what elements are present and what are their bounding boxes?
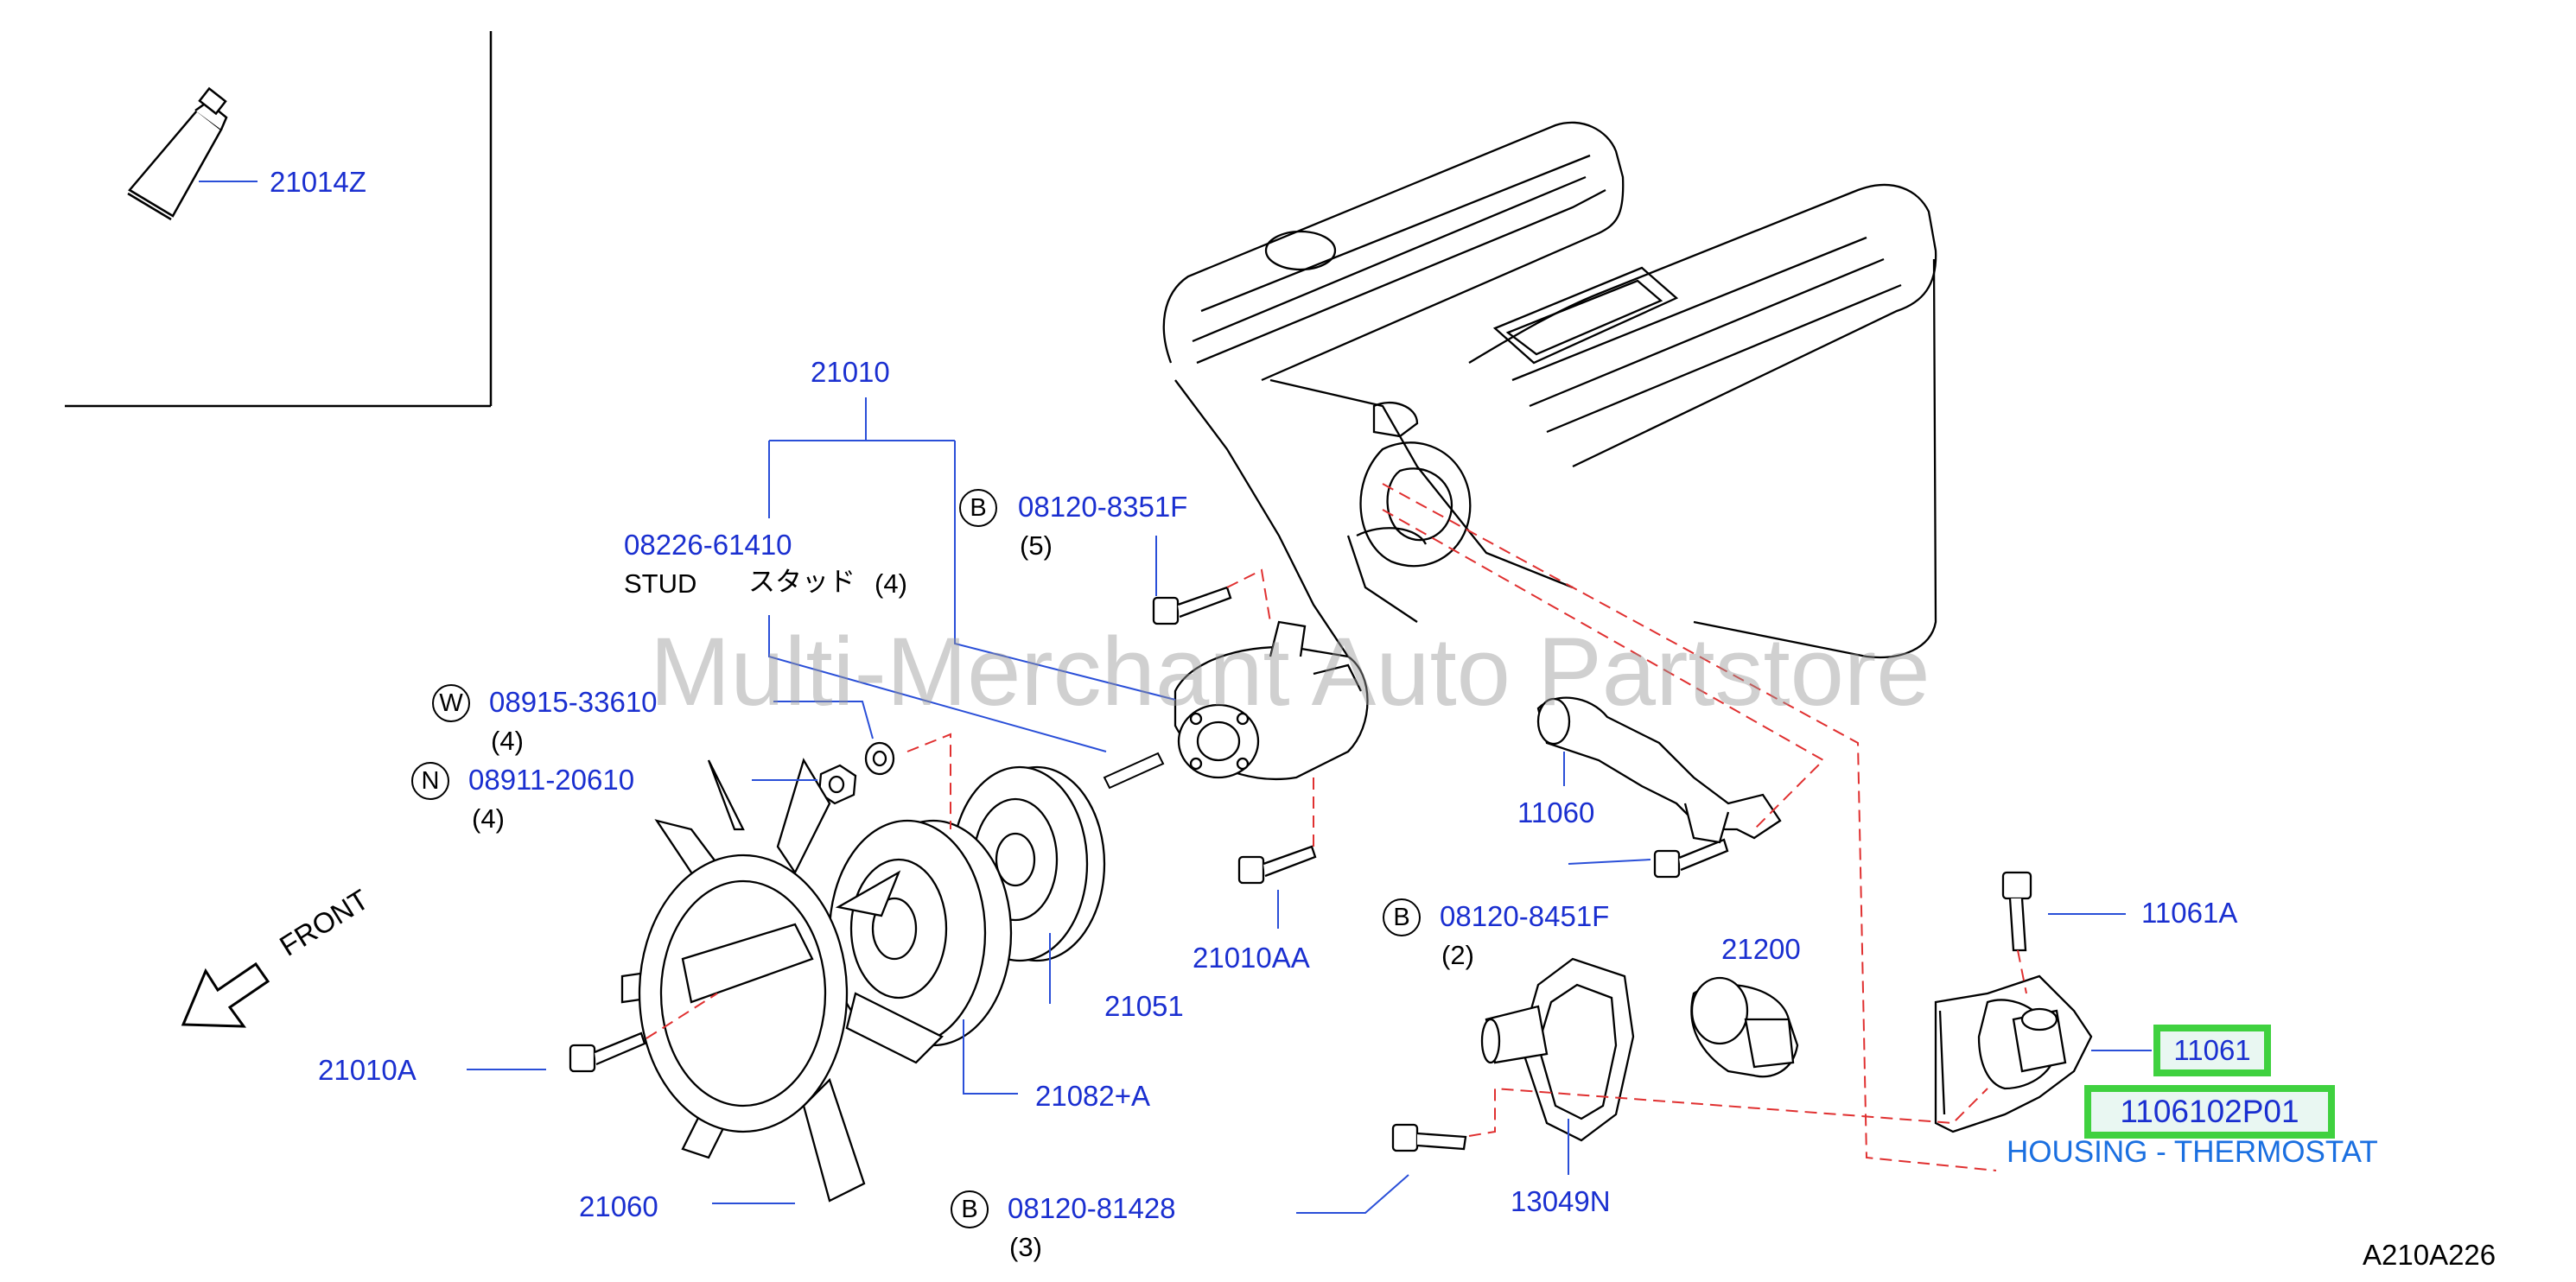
part-number-11061a[interactable]: 11061A: [2141, 897, 2238, 929]
diagram-code: A210A226: [2363, 1239, 2496, 1271]
sealant-tube-drawing: [127, 86, 228, 221]
marker-b-bolt-81428: B: [951, 1190, 989, 1228]
part-number-11060[interactable]: 11060: [1517, 796, 1595, 828]
qty-81428: (3): [1009, 1232, 1042, 1262]
stud-qty: (4): [875, 568, 907, 599]
fan-drawing: [620, 758, 944, 1203]
qty-8451f: (2): [1441, 940, 1474, 970]
part-number-21060[interactable]: 21060: [579, 1190, 658, 1222]
part-number-08911-20610[interactable]: 08911-20610: [468, 764, 635, 796]
qty-washer: (4): [491, 726, 524, 756]
dashed-assembly-lines: [646, 483, 2027, 1171]
washer-drawing: [864, 741, 895, 776]
marker-w-washer: W: [432, 684, 470, 722]
inset-frame: [65, 31, 493, 408]
front-arrow: [181, 962, 270, 1028]
gasket-drawing: [1480, 957, 1635, 1142]
part-number-08120-81428[interactable]: 08120-81428: [1008, 1192, 1176, 1224]
stud-label-jp: スタッド: [748, 567, 855, 597]
part-number-21200[interactable]: 21200: [1721, 933, 1801, 965]
part-number-21010a[interactable]: 21010A: [318, 1054, 417, 1086]
highlight-part-11061[interactable]: 11061: [2153, 1025, 2271, 1076]
highlight-part-1106102p01[interactable]: 1106102P01: [2084, 1085, 2335, 1139]
marker-n-nut: N: [411, 762, 449, 800]
part-number-13049n[interactable]: 13049N: [1511, 1185, 1611, 1217]
leader-lines: [199, 181, 2152, 1214]
part-number-08226-61410[interactable]: 08226-61410: [624, 529, 792, 561]
part-number-21014z[interactable]: 21014Z: [270, 166, 366, 198]
part-number-21010aa[interactable]: 21010AA: [1193, 942, 1310, 974]
marker-b-bolt-8451f: B: [1383, 898, 1421, 936]
qty-8351f: (5): [1020, 530, 1053, 561]
part-number-11061: 11061: [2173, 1034, 2251, 1066]
watermark: Multi-Merchant Auto Partstore: [650, 618, 1930, 726]
part-number-21082a[interactable]: 21082+A: [1035, 1080, 1151, 1112]
bolt-drawings: [569, 586, 2032, 1152]
part-number-21051[interactable]: 21051: [1104, 990, 1184, 1022]
qty-nut: (4): [472, 803, 505, 834]
part-number-1106102p01: 1106102P01: [2120, 1094, 2299, 1129]
engine-block-drawing: [1162, 121, 1937, 659]
housing-thermostat-description: HOUSING - THERMOSTAT: [2007, 1135, 2378, 1169]
part-number-21010[interactable]: 21010: [811, 356, 890, 388]
stud-drawing: [1103, 752, 1165, 790]
part-number-08120-8351f[interactable]: 08120-8351F: [1018, 491, 1188, 523]
thermostat-drawing: [1690, 976, 1799, 1078]
water-inlet-drawing: [1536, 696, 1782, 844]
marker-b-bolt-8351f: B: [959, 489, 997, 527]
stud-label: STUD: [624, 568, 697, 599]
water-pump-drawing: [1174, 620, 1369, 781]
part-number-08915-33610[interactable]: 08915-33610: [489, 686, 658, 718]
part-number-08120-8451f[interactable]: 08120-8451F: [1440, 900, 1610, 932]
thermostat-housing-drawing: [1934, 974, 2093, 1133]
